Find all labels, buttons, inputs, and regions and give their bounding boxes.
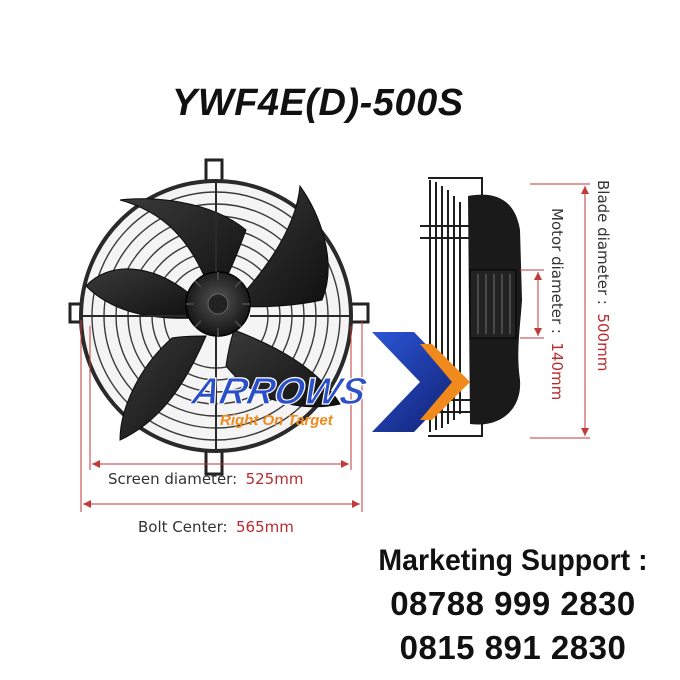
screen-diameter-value: 525mm xyxy=(246,470,304,488)
phone-number-1: 08788 999 2830 xyxy=(390,585,636,622)
motor-diameter-label: Motor diameter : xyxy=(548,208,566,334)
blade-diameter-label: Blade diameter : xyxy=(594,180,612,305)
logo-tagline: Right On Target xyxy=(220,412,334,429)
motor-diameter-value: 140mm xyxy=(548,342,566,400)
screen-diameter-label: Screen diameter: xyxy=(108,470,237,488)
dimension-arrowheads xyxy=(83,186,589,508)
fan-blades xyxy=(85,184,341,441)
motor-hub-fins xyxy=(186,272,250,336)
svg-text:Screen diameter: 525mm: Screen diameter: 525mm xyxy=(108,470,303,488)
logo-wordmark: ARROWS xyxy=(187,370,370,413)
contact-block: Marketing Support : 08788 999 2830 0815 … xyxy=(348,540,678,670)
phone-number-2: 0815 891 2830 xyxy=(399,629,627,666)
dimension-lines xyxy=(80,183,590,512)
blade-diameter-value: 500mm xyxy=(594,313,612,371)
svg-text:Bolt Center: 565mm: Bolt Center: 565mm xyxy=(138,518,294,536)
fan-guard-spokes xyxy=(81,181,351,451)
side-motor xyxy=(469,269,517,339)
logo-chevron-shape xyxy=(372,332,462,432)
bolt-center-value: 565mm xyxy=(236,518,294,536)
contact-heading: Marketing Support : xyxy=(378,544,648,577)
svg-text:Blade diameter : 500mm: Blade diameter : 500mm xyxy=(594,180,612,371)
bolt-center-label: Bolt Center: xyxy=(138,518,228,536)
model-title: YWF4E(D)-500S xyxy=(172,82,464,124)
arrows-logo: ARROWS Right On Target xyxy=(187,332,470,432)
fan-front-view xyxy=(68,158,370,476)
svg-text:Motor diameter : 140mm: Motor diameter : 140mm xyxy=(548,208,566,400)
